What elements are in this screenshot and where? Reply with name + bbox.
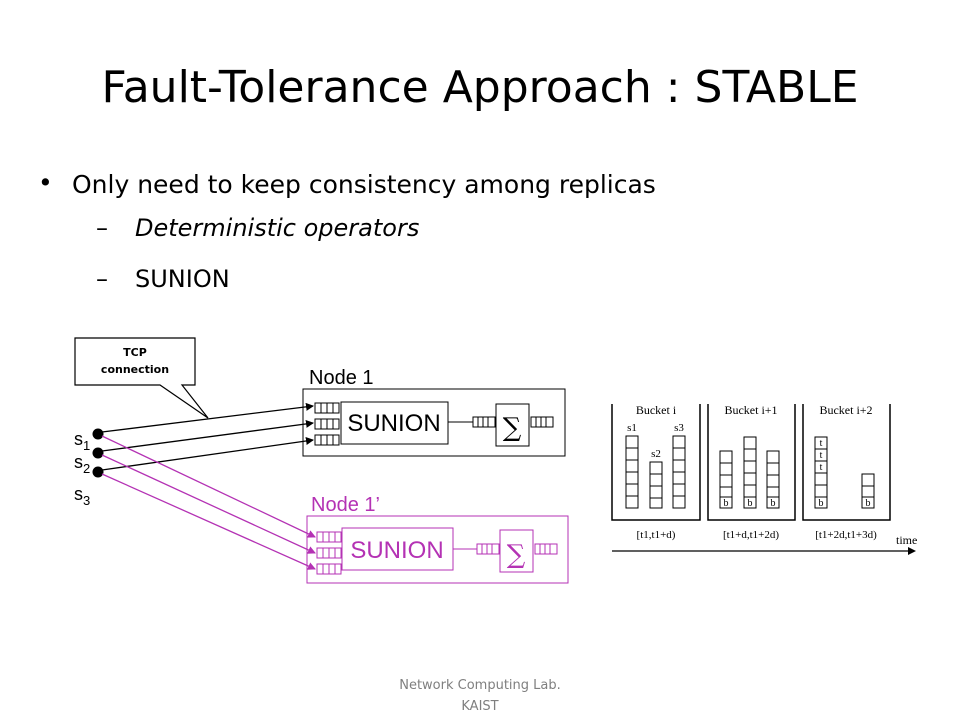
bullet-dot: • [38, 168, 53, 197]
node-1-sunion-box [340, 401, 449, 445]
callout-line-1: TCP [123, 346, 147, 359]
bullet-main-text: Only need to keep consistency among repl… [72, 170, 656, 199]
source-dot-3 [92, 466, 104, 478]
node-1-sigma: ∑ [503, 413, 522, 443]
slide-title: Fault-Tolerance Approach : STABLE [101, 62, 859, 113]
stream-label-s3: s3 [674, 422, 684, 434]
node-1-sigma-box [495, 403, 530, 447]
node-1-prime-mid-queue [476, 543, 500, 555]
node-1-label: Node 1 [309, 367, 374, 389]
node-1-prime: Node 1’ SUNION ∑ [306, 494, 569, 584]
sub-bullet-dash: – [96, 265, 108, 293]
sub-bullet-2-text: SUNION [135, 265, 230, 293]
source-dot-1 [92, 428, 104, 440]
source-label-1: s1 [74, 429, 90, 453]
bucket-2-outline [707, 404, 796, 521]
bucket-2-name: Bucket i+1 [724, 403, 777, 417]
bucket-2-stack-1 [719, 450, 733, 509]
node-1-prime-out-queue [534, 543, 558, 555]
bucket-3-range: [t1+2d,t1+3d) [815, 529, 877, 541]
bucket-2-range: [t1+d,t1+2d) [723, 529, 779, 541]
sources: s1 s2 s3 [74, 428, 104, 508]
time-label: time [896, 533, 917, 547]
node-1-prime-input-queues [316, 531, 342, 575]
bucket-3-stack-2 [861, 473, 875, 509]
footer-line-2: KAIST [461, 699, 499, 714]
boundary-b: b [771, 498, 776, 509]
node-1-out-queue [530, 416, 554, 428]
tentative-t: t [820, 450, 823, 461]
bucket-3-name: Bucket i+2 [819, 403, 872, 417]
callout-line-2: connection [101, 363, 169, 376]
bucket-1-range: [t1,t1+d) [637, 529, 676, 541]
bucket-1-name: Bucket i [636, 403, 677, 417]
sub-bullet-dash: – [96, 214, 108, 242]
sub-bullet-2: – SUNION [38, 265, 656, 316]
tentative-t: t [820, 438, 823, 449]
source-label-3: s3 [74, 484, 90, 508]
arrows-to-node-1 [101, 402, 314, 471]
boundary-b: b [748, 498, 753, 509]
bucket-1-stack-s2 [649, 461, 663, 509]
stream-label-s1: s1 [627, 422, 637, 434]
bucket-1-outline [611, 404, 701, 521]
source-label-2: s2 [74, 452, 90, 476]
boundary-b: b [866, 498, 871, 509]
footer-line-1: Network Computing Lab. [399, 678, 561, 693]
node-1: Node 1 SUNION ∑ [302, 367, 566, 457]
tcp-callout: TCP connection [74, 337, 209, 419]
stream-label-s2: s2 [651, 448, 661, 460]
bullet-list: • Only need to keep consistency among re… [38, 168, 656, 316]
time-axis-arrow [908, 547, 916, 555]
node-1-input-queues [314, 402, 340, 446]
bullet-main: • Only need to keep consistency among re… [38, 168, 656, 214]
bucket-2-stack-3 [766, 450, 780, 509]
bucket-diagram: Bucket i Bucket i+1 Bucket i+2 s1 s2 s3 … [611, 403, 917, 555]
boundary-b: b [819, 498, 824, 509]
node-1-prime-sigma-box [499, 529, 534, 573]
node-1-prime-sunion-label: SUNION [350, 537, 443, 564]
node-1-sunion-label: SUNION [347, 410, 440, 437]
sub-bullet-1: – Deterministic operators [38, 214, 656, 265]
node-1-prime-sunion-box [341, 527, 454, 571]
node-1-prime-sigma: ∑ [507, 540, 526, 570]
sub-bullet-1-text: Deterministic operators [135, 214, 420, 242]
source-dot-2 [92, 447, 104, 459]
arrows-to-node-1-prime [101, 435, 316, 570]
boundary-b: b [724, 498, 729, 509]
node-1-prime-label: Node 1’ [311, 494, 380, 516]
node-1-mid-queue [472, 416, 496, 428]
bucket-3-outline [802, 404, 891, 521]
footer: Network Computing Lab. KAIST [0, 675, 960, 717]
tentative-t: t [820, 462, 823, 473]
